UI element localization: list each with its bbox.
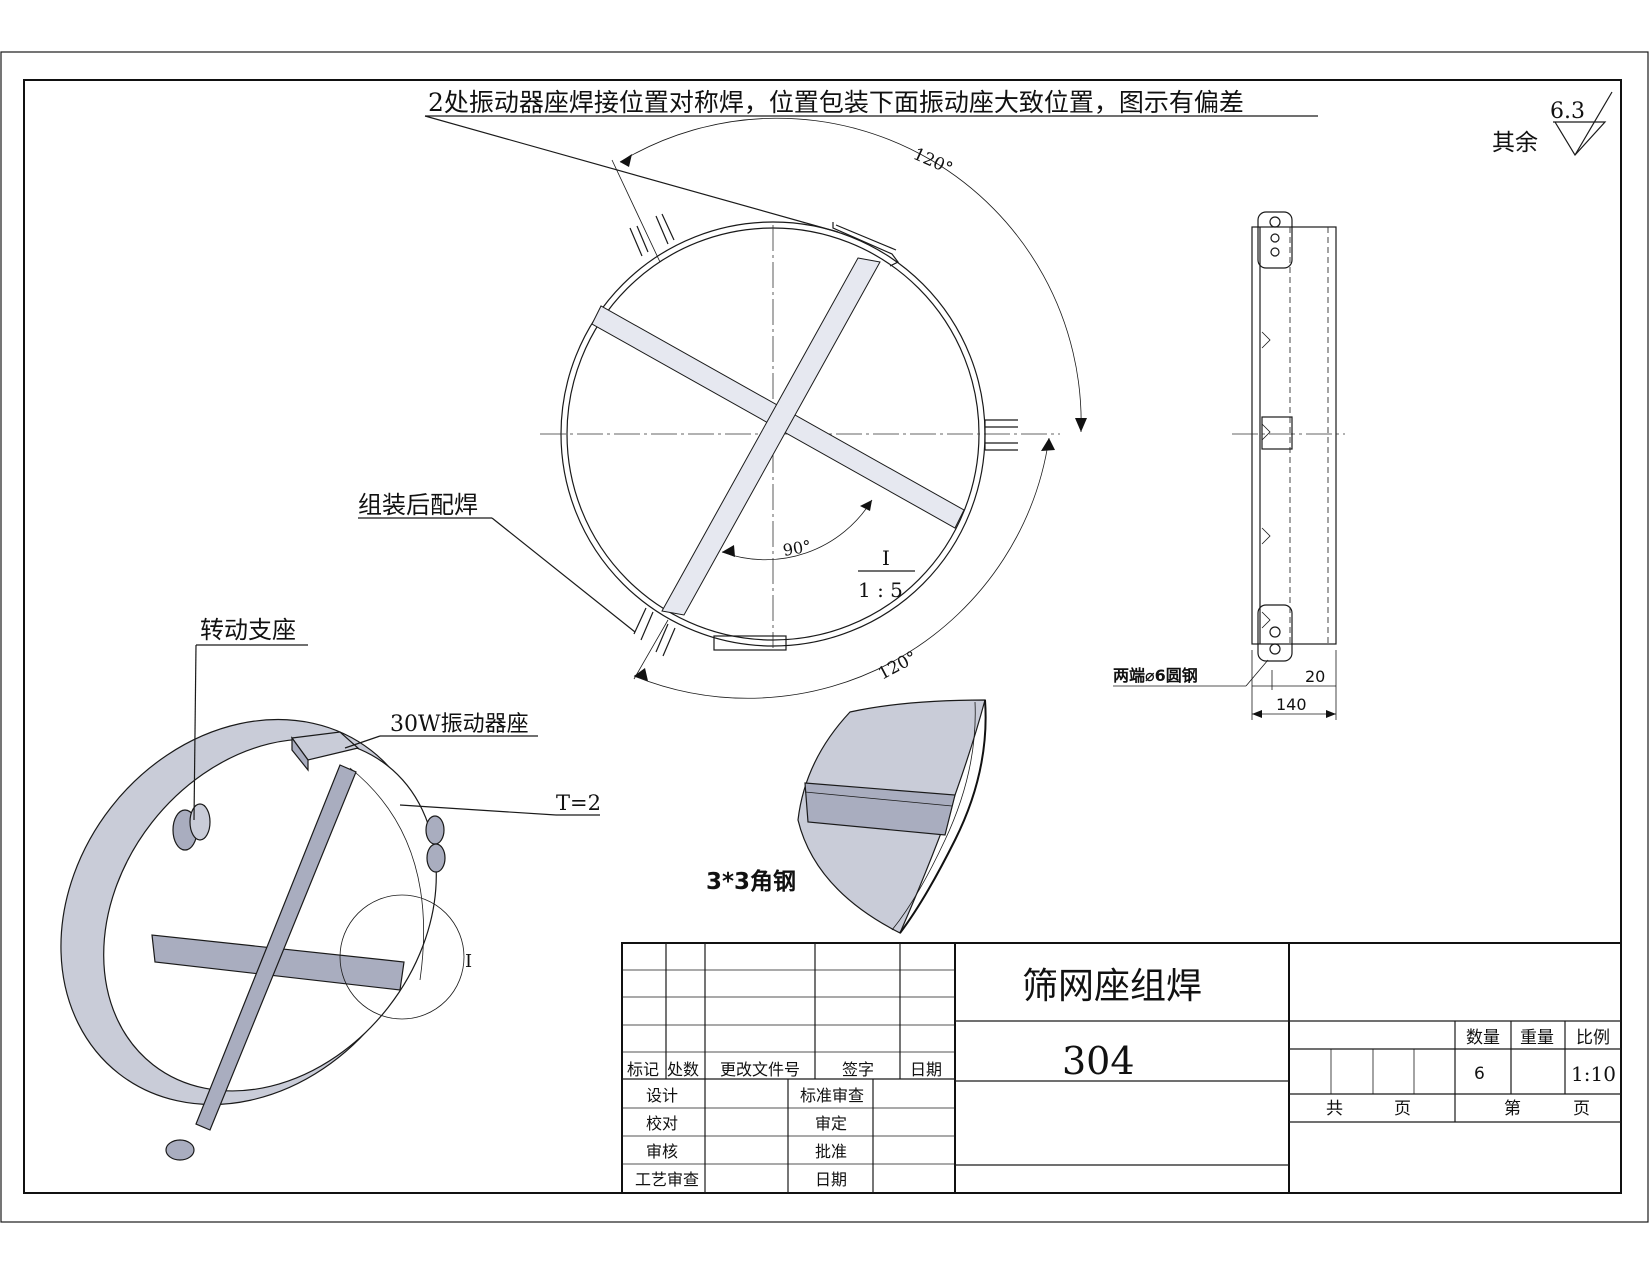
inner-angle-label: 90° — [781, 536, 812, 560]
row-approve-set: 审定 — [815, 1114, 847, 1133]
weight-label: 重量 — [1520, 1028, 1554, 1048]
rev-header-count: 处数 — [667, 1060, 699, 1079]
detail-circle — [339, 894, 465, 1020]
lower-angle-label: 120° — [875, 648, 921, 685]
cross-brace — [661, 257, 881, 616]
roughness-label: 其余 — [1492, 130, 1538, 156]
lug-lower-left — [633, 607, 676, 657]
inner-90-arc — [721, 499, 873, 561]
front-view: I 1 : 5 — [540, 213, 1060, 657]
side-vibrator-seat — [1261, 416, 1293, 450]
outer-border — [0, 51, 1649, 1223]
vibrator-seat-top — [832, 222, 899, 267]
scale-value: 1:10 — [1571, 1062, 1616, 1086]
top-note: 2处振动器座焊接位置对称焊，位置包装下面振动座大致位置，图示有偏差 — [428, 88, 1244, 117]
iso-lug-bottom — [165, 1139, 195, 1161]
drawing-name: 筛网座组焊 — [1022, 966, 1202, 1007]
quantity-label: 数量 — [1466, 1028, 1500, 1048]
quantity-value: 6 — [1474, 1064, 1485, 1084]
roughness-value: 6.3 — [1550, 99, 1585, 124]
row-review: 审核 — [646, 1142, 678, 1161]
vibrator-seat-bottom — [713, 635, 787, 651]
dim-inner: 20 — [1305, 667, 1325, 686]
upper-angle-label: 120° — [910, 144, 956, 179]
weld-callout: 组装后配焊 — [358, 491, 636, 633]
row-standard: 标准审查 — [800, 1086, 864, 1105]
rev-header-sign: 签字 — [842, 1060, 874, 1079]
sheet-label: 第 — [1504, 1099, 1521, 1119]
detail-angle-steel — [804, 782, 956, 836]
vibrator-seat-label: 30W振动器座 — [390, 712, 529, 737]
lug-right — [984, 419, 1018, 451]
total-unit: 页 — [1394, 1099, 1411, 1119]
angle-steel-label: 3*3角钢 — [706, 868, 796, 895]
rev-header-mark: 标记 — [627, 1060, 659, 1079]
row-check: 校对 — [646, 1114, 678, 1133]
iso-lug-right — [425, 815, 445, 845]
side-ring-band — [1251, 226, 1337, 645]
sheet-unit: 页 — [1573, 1099, 1590, 1119]
title-block: 标记 处数 更改文件号 签字 日期 设计 校对 审核 工艺审查 标准审查 审定 … — [621, 942, 1622, 1194]
total-label: 共 — [1326, 1099, 1343, 1119]
detail-scale: 1 : 5 — [858, 578, 903, 602]
dim-overall: 140 — [1276, 695, 1307, 714]
upper-120-arc — [619, 117, 1082, 433]
rev-header-date: 日期 — [910, 1060, 942, 1079]
row-approve: 批准 — [815, 1142, 847, 1161]
round-steel-label: 两端⌀6圆钢 — [1113, 666, 1198, 685]
row-date: 日期 — [815, 1170, 847, 1189]
row-design: 设计 — [646, 1086, 678, 1105]
row-process: 工艺审查 — [635, 1170, 699, 1189]
iso-diagonal-bar — [195, 764, 357, 1131]
lower-120-arc — [633, 437, 1050, 699]
rev-header-doc: 更改文件号 — [720, 1060, 800, 1079]
material: 304 — [1062, 1039, 1135, 1083]
detail-callout: I — [465, 951, 472, 972]
top-note-callout: 2处振动器座焊接位置对称焊，位置包装下面振动座大致位置，图示有偏差 — [424, 88, 1318, 233]
thickness-label: T=2 — [556, 791, 601, 815]
isometric-view: I 转动支座 30W振动器座 T=2 — [60, 616, 601, 1161]
weld-label: 组装后配焊 — [358, 491, 478, 519]
rotating-support-label: 转动支座 — [200, 616, 296, 644]
detail-id: I — [882, 546, 890, 570]
side-lug-bottom — [1257, 604, 1293, 662]
side-lug-top — [1257, 211, 1293, 269]
side-view: 20 140 两端⌀6圆钢 — [1113, 211, 1345, 720]
lug-upper-left — [629, 213, 675, 257]
detail-view: 3*3角钢 — [706, 699, 987, 934]
scale-label: 比例 — [1576, 1028, 1610, 1048]
surface-roughness-symbol: 6.3 其余 — [1492, 91, 1613, 156]
